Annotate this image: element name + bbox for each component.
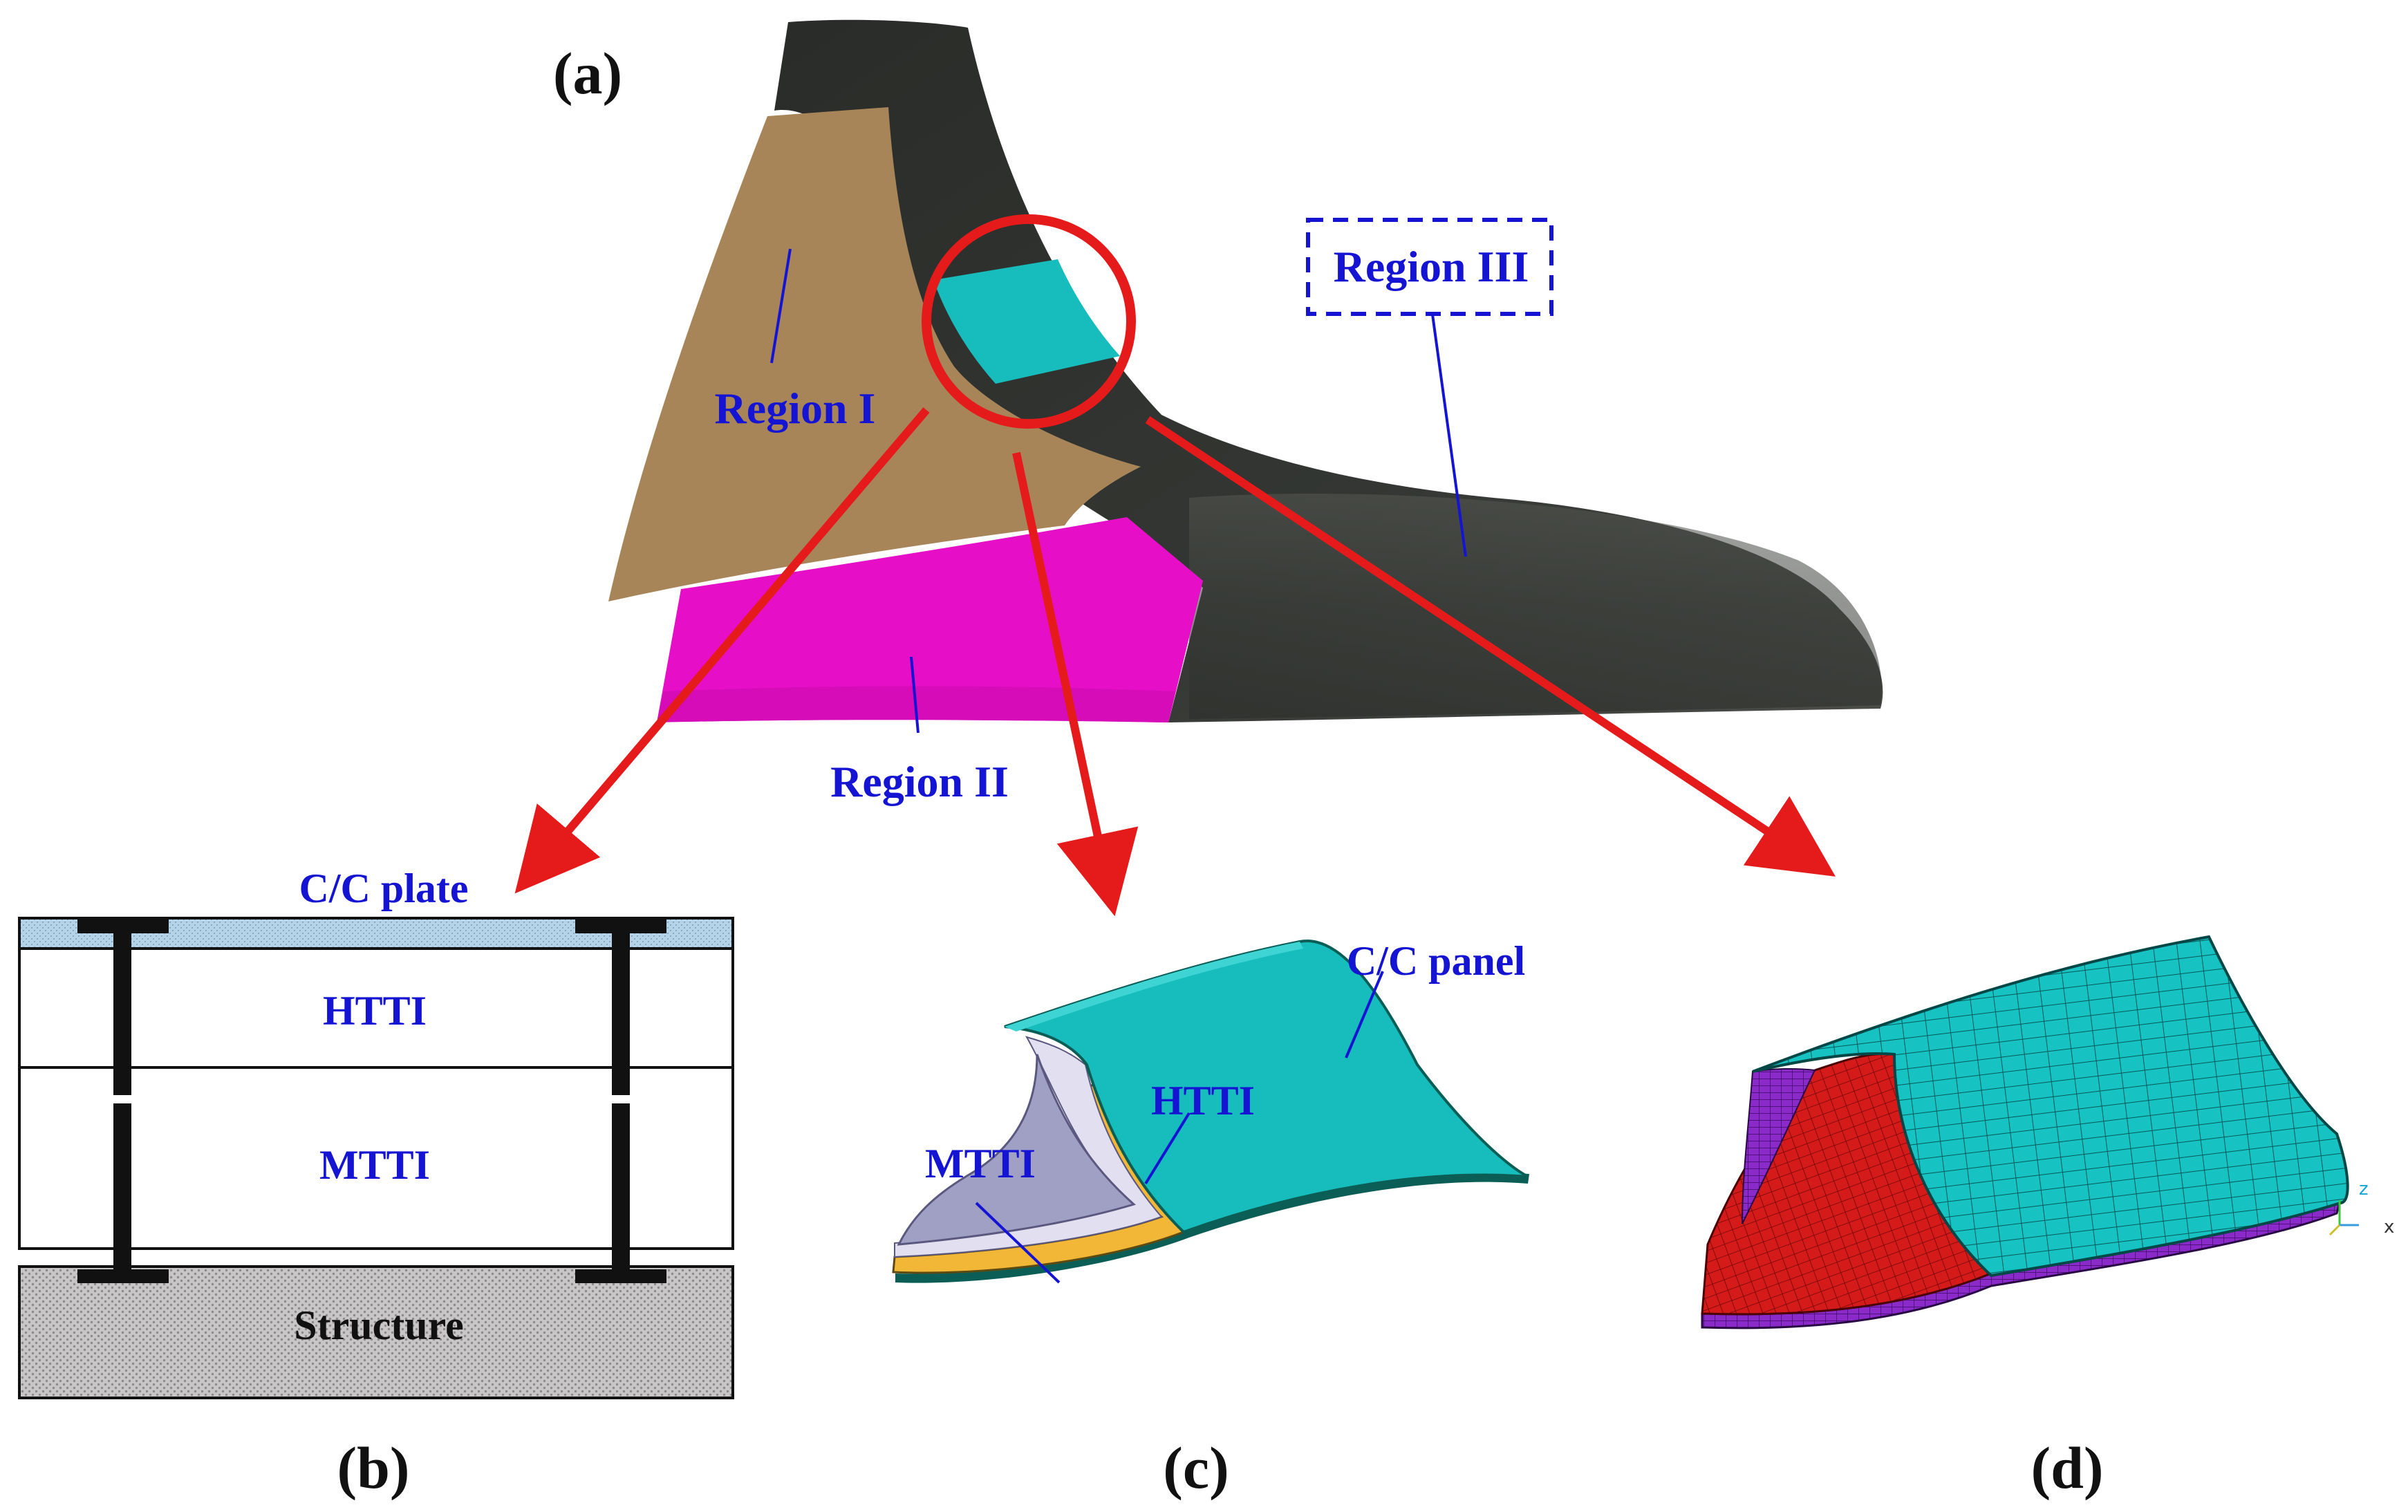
mtti-leader — [975, 1202, 1061, 1284]
highlight-strip — [933, 259, 1120, 384]
panel-c-label: (c) — [1163, 1435, 1229, 1501]
region1-label: Region I — [715, 384, 876, 433]
htti-leader — [1144, 1112, 1191, 1185]
axis-triad: z x — [2328, 1179, 2394, 1238]
region1-surface — [608, 107, 1141, 601]
arrow-to-d — [1145, 416, 1836, 877]
region3-box — [1306, 218, 1553, 316]
standoff-left — [77, 918, 169, 1283]
highlight-circle — [922, 214, 1136, 429]
structure-label: Structure — [294, 1303, 464, 1348]
arrow-to-b — [514, 407, 930, 894]
region3-leader — [1431, 314, 1467, 557]
panel-a-vehicle: Region I Region II Region III (a) — [553, 19, 1883, 806]
panel-b-section: C/C plate HTTI MTTI Structure (b) — [18, 866, 734, 1501]
region1-leader — [770, 248, 792, 364]
panel-b-label: (b) — [337, 1435, 409, 1501]
htti-3d-label: HTTI — [1151, 1078, 1255, 1123]
cc-panel-leader — [1345, 971, 1384, 1058]
axis-z-label: z — [2359, 1179, 2369, 1200]
cc-panel-top-edge — [1005, 942, 1303, 1032]
htti-label: HTTI — [323, 988, 427, 1034]
mesh-purple-edge — [1742, 1067, 1816, 1224]
axis-x-label: x — [2384, 1217, 2394, 1238]
region2-leader — [910, 656, 920, 734]
tail-shading — [1189, 494, 1882, 719]
arrow-to-c — [1012, 451, 1139, 917]
standoff-right — [575, 918, 666, 1283]
panel-c-model: C/C panel HTTI MTTI (c) — [892, 938, 1529, 1501]
cc-panel-label: C/C panel — [1347, 938, 1525, 984]
mtti-label: MTTI — [319, 1142, 430, 1188]
panel-d-mesh: z x (d) — [1701, 935, 2394, 1501]
region3-label: Region III — [1334, 242, 1529, 291]
panel-underside — [895, 1173, 1529, 1283]
region2-label: Region II — [830, 757, 1009, 806]
mtti-3d-label: MTTI — [925, 1141, 1036, 1186]
panel-a-label: (a) — [553, 40, 622, 106]
mtti-gray-surface — [897, 1054, 1137, 1246]
structure-layer — [18, 1265, 734, 1399]
panel-d-label: (d) — [2031, 1435, 2103, 1501]
cc-plate-label: C/C plate — [299, 866, 469, 911]
callout-arrows — [514, 407, 1836, 917]
